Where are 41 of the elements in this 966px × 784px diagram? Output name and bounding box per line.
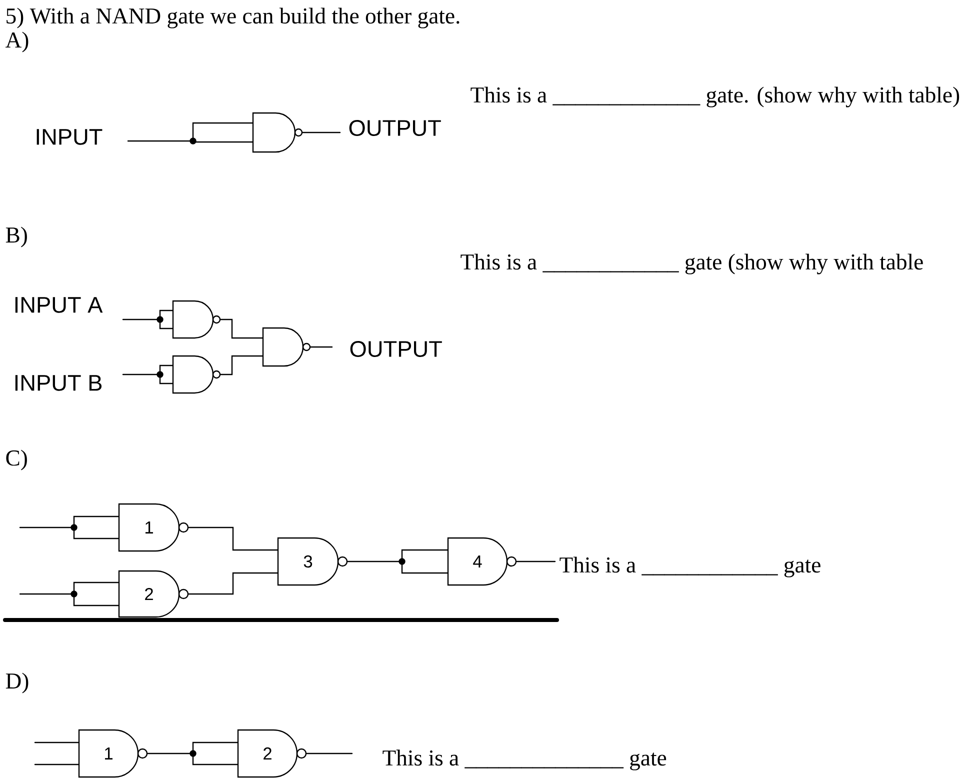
nand-gate	[262, 327, 311, 367]
wire	[122, 364, 174, 384]
label-text: D)	[6, 672, 28, 694]
label-text: This is a ______________ gate	[382, 750, 666, 770]
label-text: B)	[6, 226, 27, 248]
label-text: This is a _____________ gate. (show why with table)	[470, 86, 960, 108]
wire	[19, 516, 120, 540]
wire	[122, 310, 174, 330]
signal-label: INPUT B	[15, 375, 102, 391]
wire	[146, 742, 238, 766]
nand-gate: 4	[447, 537, 517, 586]
wire	[220, 355, 264, 376]
wire	[302, 132, 341, 134]
nand-gate	[172, 355, 221, 394]
title: 5) With a NAND gate we can build the other gate.	[6, 8, 460, 28]
answer-text: This is a ____________ gate	[560, 556, 820, 578]
nand-gate	[252, 112, 303, 153]
wire	[127, 122, 254, 144]
nand-gate	[172, 300, 221, 339]
signal-label: INPUT	[36, 129, 102, 145]
wire	[188, 572, 278, 595]
wire	[188, 526, 278, 551]
signal-label: OUTPUT	[349, 120, 441, 136]
signal-label: OUTPUT	[350, 340, 442, 358]
wire	[220, 318, 264, 339]
nand-gate: 1	[118, 503, 189, 552]
nand-gate: 2	[118, 570, 189, 618]
wire	[19, 582, 120, 606]
wire	[34, 764, 80, 766]
wire	[346, 549, 448, 574]
nand-gate: 2	[237, 729, 307, 778]
wire	[516, 560, 556, 562]
nand-gate: 3	[277, 537, 348, 586]
signal-label: INPUT A	[15, 297, 103, 313]
wire	[310, 346, 333, 348]
label-text: A)	[6, 32, 28, 52]
nand-gate: 1	[78, 729, 148, 778]
label-text: C)	[6, 450, 27, 470]
wire	[34, 742, 80, 744]
label-text: This is a ____________ gate (show why with table	[460, 254, 923, 274]
wire	[306, 752, 353, 754]
